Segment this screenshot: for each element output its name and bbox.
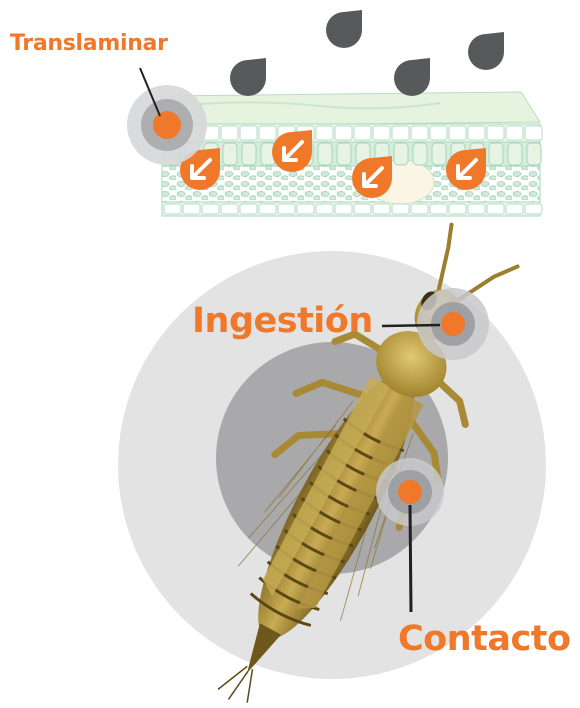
ingestion-leader	[382, 325, 440, 326]
contact-label: Contacto	[398, 622, 571, 657]
water-drop-icon	[468, 32, 504, 70]
water-drop-icon	[230, 58, 266, 96]
water-drop-icon	[326, 10, 362, 48]
target-dot-icon	[398, 480, 422, 504]
target-dot-icon	[153, 111, 181, 139]
water-drop-icon	[394, 58, 430, 96]
ingestion-label: Ingestión	[192, 304, 373, 339]
translaminar-label: Translaminar	[10, 33, 168, 55]
translaminar-marker	[127, 68, 207, 165]
water-drops	[230, 10, 504, 96]
target-dot-icon	[441, 312, 465, 336]
contact-leader	[410, 505, 411, 612]
